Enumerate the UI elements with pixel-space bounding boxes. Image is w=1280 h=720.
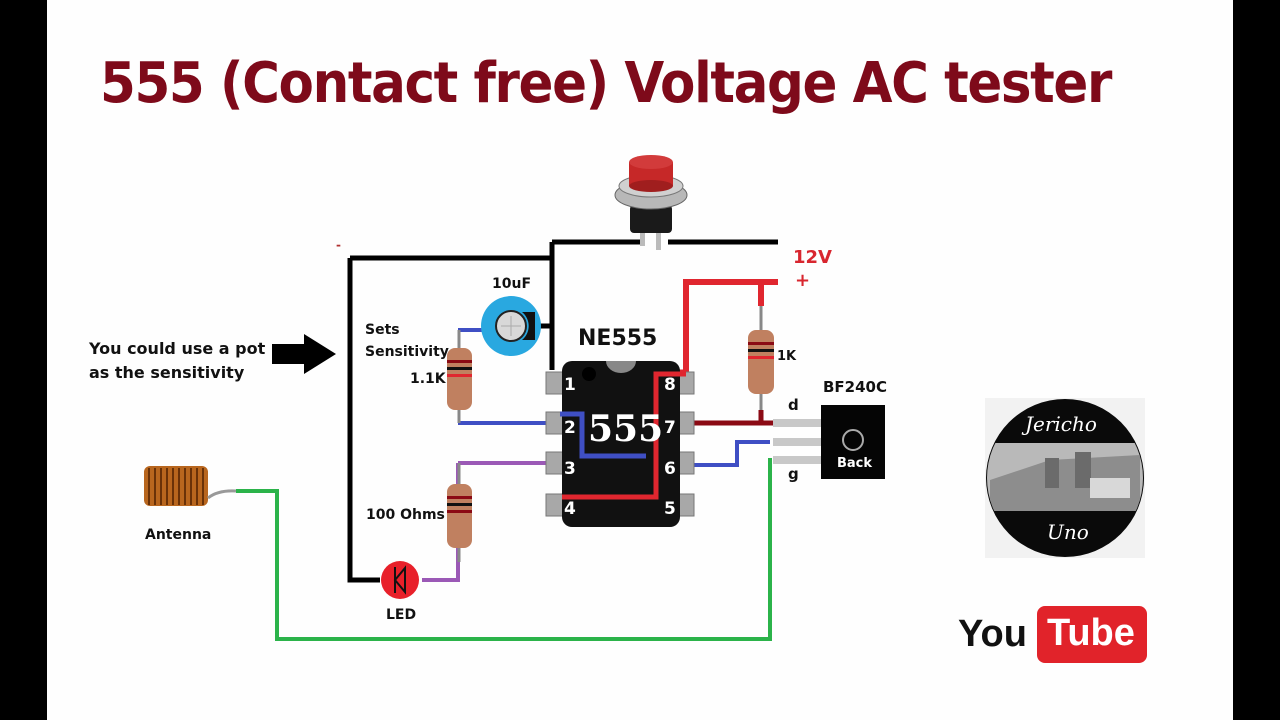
- led-resistor-value: 100 Ohms: [366, 507, 445, 523]
- antenna-wire: [236, 458, 772, 641]
- ground-wires: [347, 239, 778, 583]
- pot-note-line1: You could use a pot: [89, 339, 266, 358]
- right-letterbox: [1233, 0, 1280, 720]
- drain-pin-label: d: [788, 396, 799, 414]
- youtube-logo[interactable]: You Tube: [958, 602, 1147, 666]
- pot-note-line2: as the sensitivity: [89, 363, 245, 382]
- sensitivity-label-line2: Sensitivity: [365, 344, 449, 360]
- trigger-threshold-link: [560, 411, 646, 459]
- ic-body-text: 555: [588, 408, 664, 450]
- minus-label: -: [336, 238, 341, 252]
- sensitivity-resistor: [447, 348, 472, 410]
- voltage-label: 12V: [793, 247, 832, 268]
- led-resistor: [447, 484, 472, 548]
- youtube-tube-badge: Tube: [1036, 605, 1147, 663]
- sensitivity-value: 1.1K: [410, 371, 446, 387]
- push-button-icon[interactable]: [614, 155, 688, 250]
- pullup-resistor-value: 1K: [777, 349, 797, 364]
- capacitor: [481, 296, 541, 356]
- plus-label: +: [795, 270, 811, 291]
- logo-top-text: Jericho: [1025, 412, 1097, 436]
- bf240c-transistor: [773, 405, 885, 479]
- left-letterbox: [0, 0, 47, 720]
- transistor-back-label: Back: [837, 456, 873, 471]
- logo-bottom-text: Uno: [1047, 520, 1089, 544]
- pin-8: 8: [664, 375, 676, 395]
- diagram-canvas: [47, 0, 1233, 720]
- jericho-uno-logo: [985, 398, 1145, 558]
- pin-7: 7: [664, 418, 676, 438]
- right-arrow-icon: [272, 334, 336, 374]
- led-label: LED: [386, 607, 417, 623]
- vcc-reset-link: [562, 371, 686, 500]
- pullup-resistor: [748, 330, 774, 394]
- ne555-chip: [562, 361, 680, 527]
- pin-5: 5: [664, 499, 676, 519]
- pin-4: 4: [564, 499, 576, 519]
- resistor-leads: [457, 306, 763, 562]
- drain-wire: [694, 410, 773, 426]
- sensitivity-label-line1: Sets: [365, 322, 400, 338]
- pin-3: 3: [564, 459, 576, 479]
- ic-label: NE555: [578, 326, 658, 351]
- antenna-coil: [144, 466, 237, 506]
- pin-2: 2: [564, 418, 576, 438]
- pin-6: 6: [664, 459, 676, 479]
- capacitor-label: 10uF: [492, 276, 532, 292]
- youtube-you-text: You: [958, 612, 1027, 655]
- transistor-label: BF240C: [823, 378, 887, 396]
- gate-pin-label: g: [788, 465, 799, 483]
- antenna-label: Antenna: [145, 527, 212, 543]
- led: [381, 561, 419, 599]
- diagram-title: 555 (Contact free) Voltage AC tester: [100, 51, 1112, 116]
- pin-1: 1: [564, 375, 576, 395]
